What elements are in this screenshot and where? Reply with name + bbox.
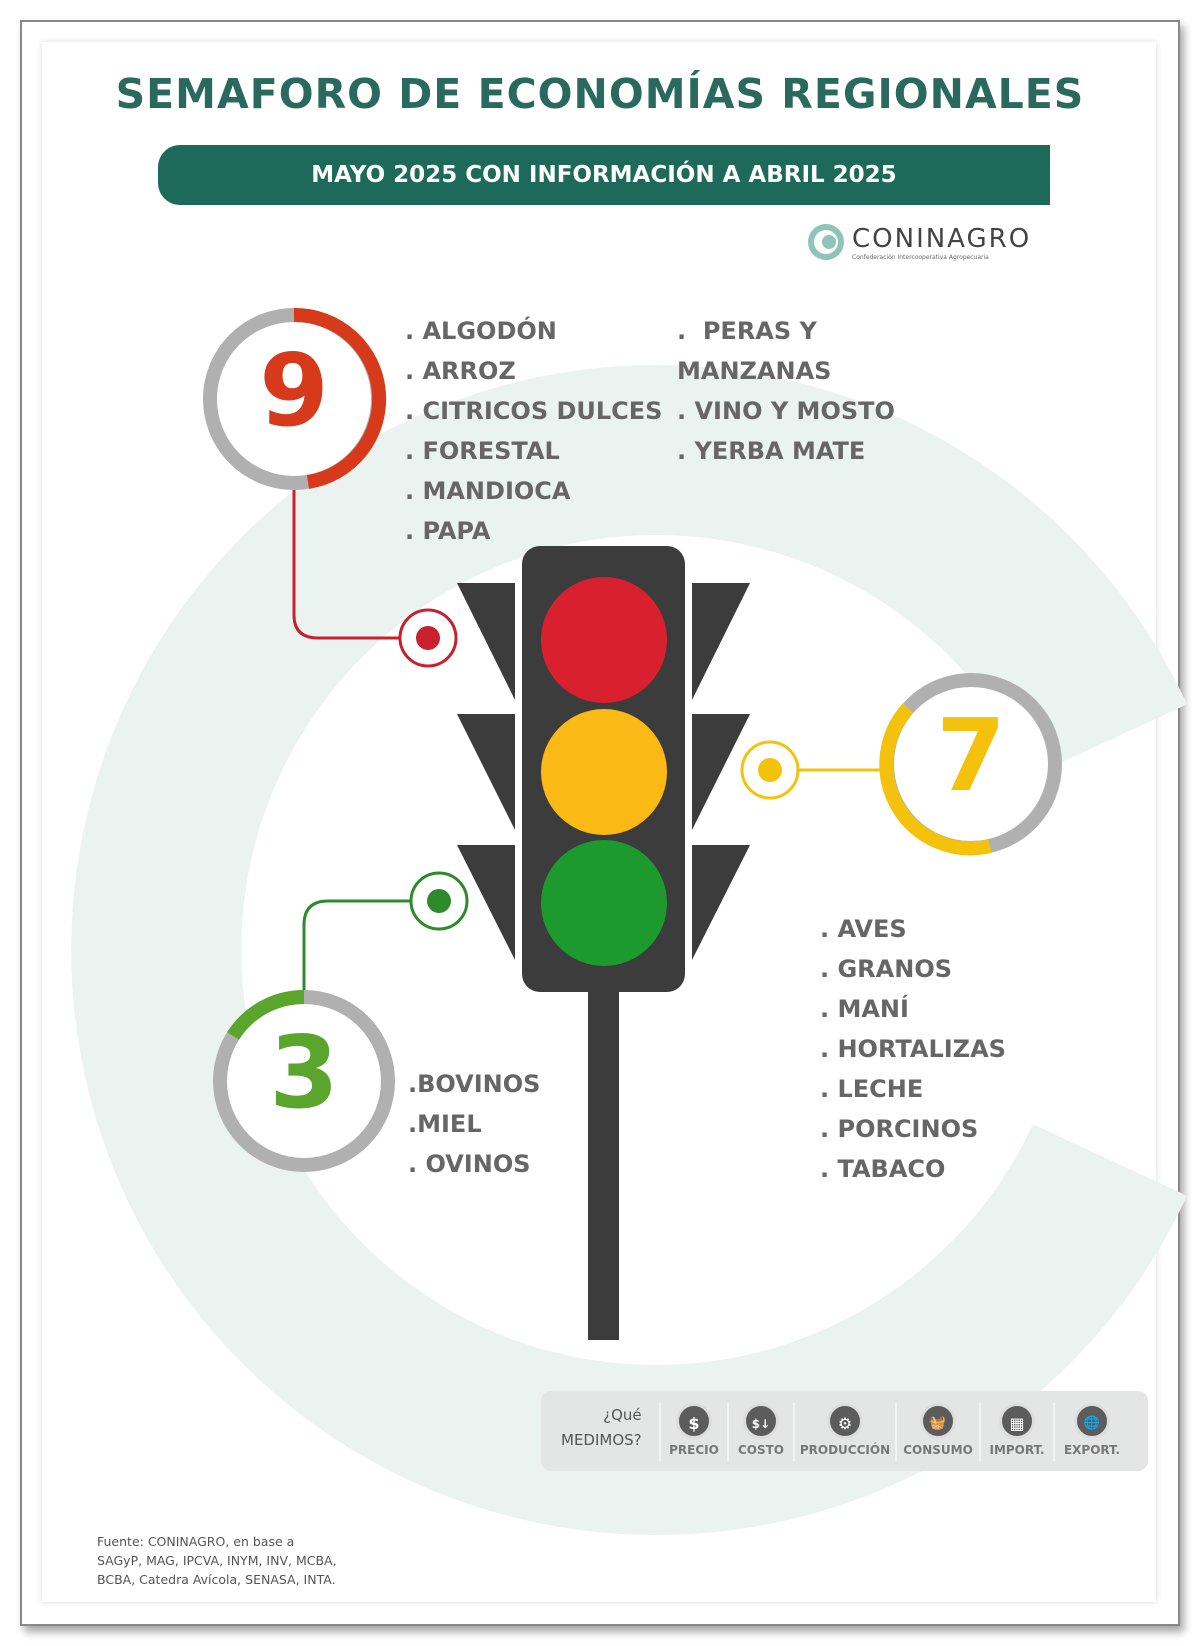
red-list-right: . PERAS Y MANZANAS . VINO Y MOSTO . YERB… [677, 311, 895, 471]
list-item: . VINO Y MOSTO [677, 397, 895, 425]
green-dot [427, 889, 451, 913]
subtitle-banner: MAYO 2025 CON INFORMACIÓN A ABRIL 2025 [158, 145, 1050, 205]
yellow-list: . AVES . GRANOS . MANÍ . HORTALIZAS . LE… [820, 909, 1006, 1189]
list-item: . PAPA [405, 517, 491, 545]
red-list-left: . ALGODÓN . ARROZ . CITRICOS DULCES . FO… [405, 311, 662, 551]
list-item: . OVINOS [408, 1150, 531, 1178]
legend-label: COSTO [737, 1443, 785, 1457]
list-item: . ALGODÓN [405, 317, 557, 345]
legend-question-line2: MEDIMOS? [561, 1431, 642, 1449]
list-item: .BOVINOS [408, 1070, 541, 1098]
yellow-count: 7 [936, 697, 1006, 814]
legend-item-export: 🌐 EXPORT. [1053, 1403, 1129, 1461]
source-line: BCBA, Catedra Avícola, SENASA, INTA. [97, 1572, 336, 1587]
list-item: . TABACO [820, 1155, 946, 1183]
legend-item-consumo: 🧺 CONSUMO [895, 1403, 979, 1461]
legend-label: EXPORT. [1063, 1443, 1121, 1457]
list-item: . MANÍ [820, 995, 909, 1023]
red-connector [292, 490, 410, 640]
yellow-ring-arc [879, 703, 992, 856]
legend-item-costo: $↓ COSTO [727, 1403, 793, 1461]
list-item: . PORCINOS [820, 1115, 979, 1143]
list-item: . ARROZ [405, 357, 516, 385]
container-icon: ▦ [999, 1403, 1035, 1439]
globe-ship-icon: 🌐 [1074, 1403, 1110, 1439]
legend-question-line1: ¿Qué [603, 1406, 642, 1424]
yellow-dot [758, 758, 782, 782]
legend-item-produccion: ⚙ PRODUCCIÓN [793, 1403, 895, 1461]
green-light [541, 840, 667, 966]
list-item: . YERBA MATE [677, 437, 866, 465]
list-item: . MANDIOCA [405, 477, 571, 505]
list-item: . FORESTAL [405, 437, 560, 465]
list-item: MANZANAS [677, 357, 832, 385]
logo-tagline: Confederación Intercooperativa Agropecua… [852, 254, 989, 261]
list-item: .MIEL [408, 1110, 482, 1138]
green-list: .BOVINOS .MIEL . OVINOS [408, 1064, 540, 1184]
green-connector [302, 899, 420, 990]
dollar-icon: $ [676, 1403, 712, 1439]
legend-item-import: ▦ IMPORT. [979, 1403, 1053, 1461]
page-title: SEMAFORO DE ECONOMÍAS REGIONALES [115, 70, 1085, 118]
legend-label: IMPORT. [989, 1443, 1045, 1457]
list-item: . HORTALIZAS [820, 1035, 1006, 1063]
red-ring-arc [293, 307, 387, 489]
source-note: Fuente: CONINAGRO, en base a SAGyP, MAG,… [97, 1532, 337, 1589]
red-dot [416, 626, 440, 650]
red-count: 9 [259, 332, 329, 449]
legend-item-precio: $ PRECIO [659, 1403, 727, 1461]
source-line: Fuente: CONINAGRO, en base a [97, 1534, 295, 1549]
legend-label: PRODUCCIÓN [799, 1443, 891, 1457]
green-count: 3 [269, 1014, 339, 1131]
coninagro-logo: CONINAGRO Confederación Intercooperativa… [808, 224, 1048, 264]
traffic-light [457, 546, 750, 1340]
legend-label: CONSUMO [903, 1443, 973, 1457]
legend-label: PRECIO [669, 1443, 719, 1457]
basket-icon: 🧺 [920, 1403, 956, 1439]
list-item: . AVES [820, 915, 907, 943]
list-item: . PERAS Y [677, 317, 817, 345]
production-icon: ⚙ [827, 1403, 863, 1439]
list-item: . CITRICOS DULCES [405, 397, 663, 425]
cost-icon: $↓ [743, 1403, 779, 1439]
list-item: . LECHE [820, 1075, 924, 1103]
red-light [541, 577, 667, 703]
list-item: . GRANOS [820, 955, 952, 983]
logo-name: CONINAGRO [852, 224, 1032, 254]
green-ring-arc [227, 989, 305, 1040]
yellow-light [541, 709, 667, 835]
source-line: SAGyP, MAG, IPCVA, INYM, INV, MCBA, [97, 1553, 337, 1568]
